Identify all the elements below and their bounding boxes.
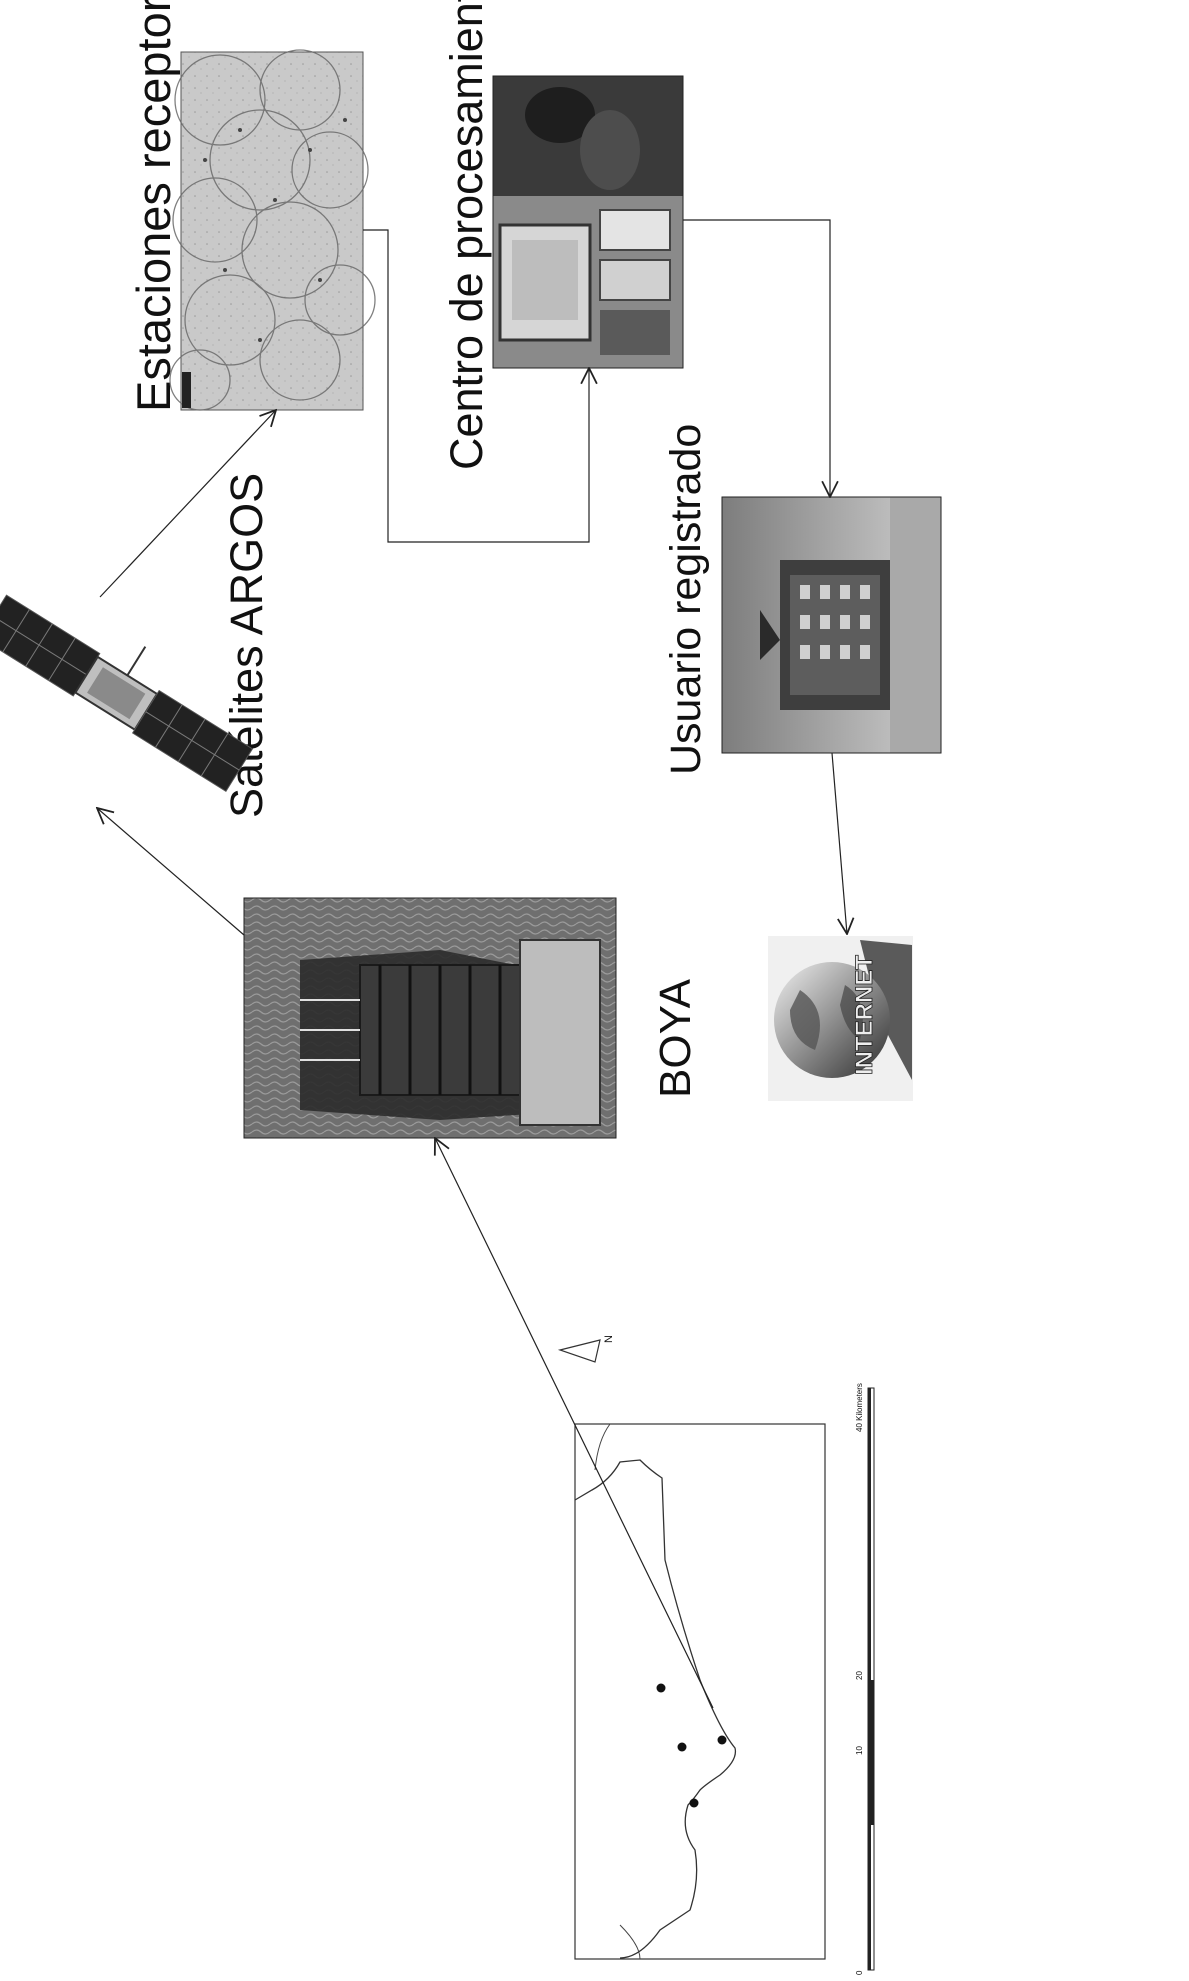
north-arrow-label: N	[603, 1335, 615, 1343]
label-centro-de-procesamiento: Centro de procesamiento	[441, 0, 492, 470]
buoy-location-2	[678, 1743, 687, 1752]
label-usuario-registrado: Usuario registrado	[662, 424, 710, 775]
registered-user-building-photo	[722, 497, 941, 753]
scale-bar-tick-0: 0	[855, 1970, 864, 1975]
buoy-photo	[244, 898, 616, 1138]
arrow-buoy-to-satellite	[97, 808, 244, 935]
internet-logo-image: INTERNET	[768, 936, 913, 1101]
buoy-location-4	[690, 1799, 699, 1808]
processing-center-photo	[493, 76, 683, 368]
north-arrow-icon: N	[560, 1335, 615, 1362]
scale-bar-tick-10: 10	[855, 1746, 864, 1755]
receiving-stations-map-image	[170, 50, 375, 410]
buoy-location-1	[657, 1684, 666, 1693]
label-boya: BOYA	[651, 978, 700, 1098]
arrow-user-to-internet	[832, 753, 847, 934]
buoy-location-3	[718, 1736, 727, 1745]
coastline-map-inset	[575, 1424, 825, 1959]
scale-bar-tick-20: 20	[855, 1671, 864, 1680]
scale-bar-tick-40: 40 Kilometers	[855, 1383, 864, 1432]
label-estaciones-receptoras: Estaciones receptoras	[127, 0, 180, 412]
arrow-map-to-buoy	[435, 1138, 713, 1708]
scale-bar: 0 10 20 40 Kilometers	[855, 1383, 874, 1975]
internet-logo-text: INTERNET	[851, 955, 878, 1075]
